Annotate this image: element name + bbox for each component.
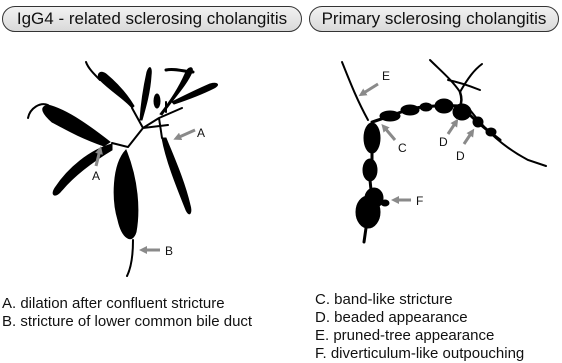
arrow-c — [384, 127, 395, 140]
igg4-legend: A. dilation after confluent stricture B.… — [2, 295, 252, 331]
arrow-a-upper — [177, 130, 195, 138]
legend-item-f: F. diverticulum-like outpouching — [315, 345, 524, 363]
arrow-d-left — [448, 122, 456, 134]
legend-item-c: C. band-like stricture — [315, 291, 524, 309]
label-a-lower: A — [92, 169, 100, 183]
label-d-right: D — [456, 149, 465, 163]
arrow-e — [362, 84, 378, 94]
legend-item-d: D. beaded appearance — [315, 309, 524, 327]
label-e: E — [382, 69, 390, 83]
label-c: C — [398, 141, 407, 155]
label-d-left: D — [439, 135, 448, 149]
label-f: F — [416, 194, 423, 208]
arrow-d-right — [464, 132, 472, 144]
legend-item-e: E. pruned-tree appearance — [315, 327, 524, 345]
label-b: B — [165, 244, 173, 258]
legend-item-a: A. dilation after confluent stricture — [2, 295, 252, 313]
label-a-upper: A — [197, 126, 205, 140]
legend-item-b: B. stricture of lower common bile duct — [2, 313, 252, 331]
igg4-bile-duct-tree — [28, 62, 217, 276]
psc-legend: C. band-like stricture D. beaded appeara… — [315, 291, 524, 363]
